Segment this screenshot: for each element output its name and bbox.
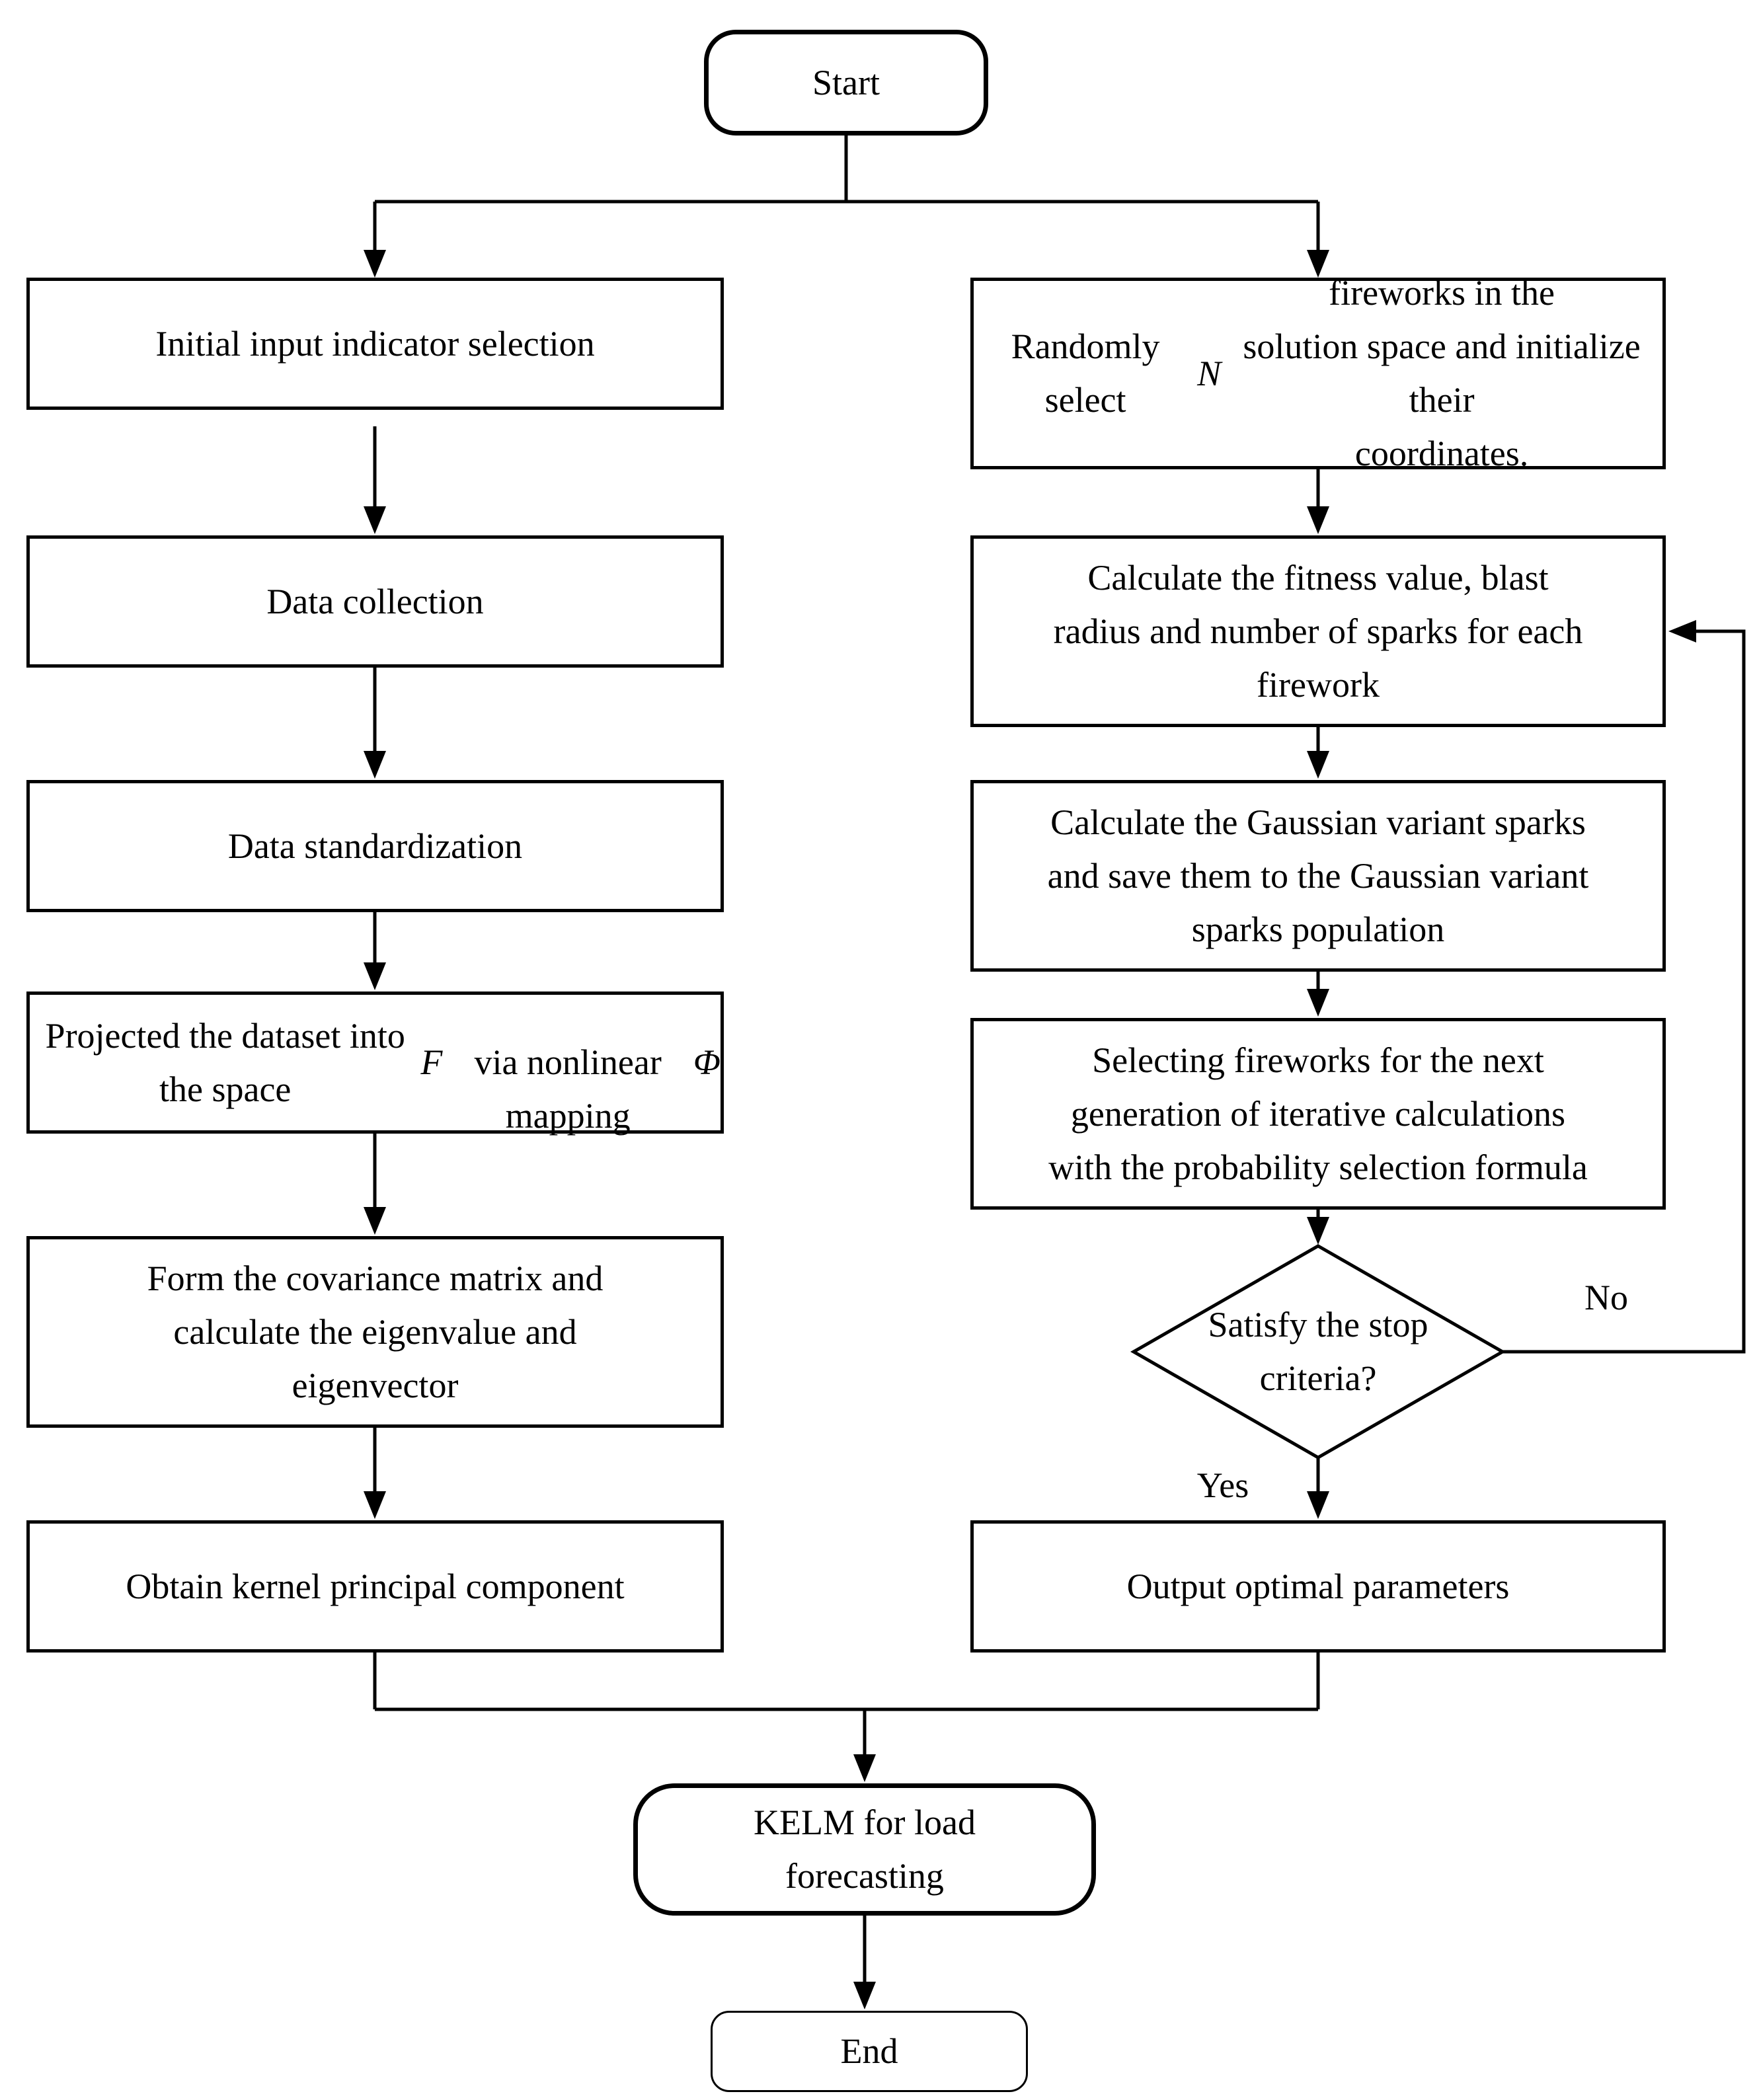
edge-decision-no-loop [1503,629,1746,1354]
decision-satisfy-stop-criteria: Satisfy the stop criteria? [1208,1305,1428,1398]
node-gaussian-variant-sparks: Calculate the Gaussian variant sparks an… [970,780,1666,972]
arrowhead [1307,751,1329,779]
label-no: No [1584,1278,1628,1317]
decision-diamond [1130,1244,1506,1459]
arrowhead [1307,250,1329,278]
arrowhead [364,250,386,278]
arrowhead [1307,1491,1329,1519]
label-yes: Yes [1196,1465,1249,1505]
node-data-collection: Data collection [26,535,724,668]
connector-lines [373,132,1746,1983]
node-output-optimal-parameters: Output optimal parameters [970,1520,1666,1653]
arrowhead [364,1207,386,1235]
node-kernel-principal-component: Obtain kernel principal component [26,1520,724,1653]
arrowhead [853,1754,876,1782]
node-selecting-fireworks: Selecting fireworks for the next generat… [970,1018,1666,1210]
arrowhead [1307,506,1329,534]
arrowhead [364,751,386,779]
node-data-standardization: Data standardization [26,780,724,912]
arrowhead [364,962,386,990]
node-end: End [711,2011,1028,2092]
arrowhead [364,1491,386,1519]
node-randomly-select-fireworks: Randomly select N fireworks in the solut… [970,273,1666,473]
arrowheads [364,250,1696,2009]
node-kelm-load-forecasting: KELM for load forecasting [633,1783,1096,1916]
arrowhead [364,506,386,534]
arrowhead [853,1982,876,2009]
arrowhead [1668,620,1696,642]
arrowhead [1307,1217,1329,1245]
arrowhead [1307,989,1329,1017]
node-projected-dataset: Projected the dataset into the space F v… [26,992,724,1136]
node-start: Start [704,30,988,136]
node-covariance-matrix: Form the covariance matrix and calculate… [26,1236,724,1428]
node-initial-input-indicator-selection: Initial input indicator selection [26,278,724,410]
node-calculate-fitness: Calculate the fitness value, blast radiu… [970,535,1666,727]
